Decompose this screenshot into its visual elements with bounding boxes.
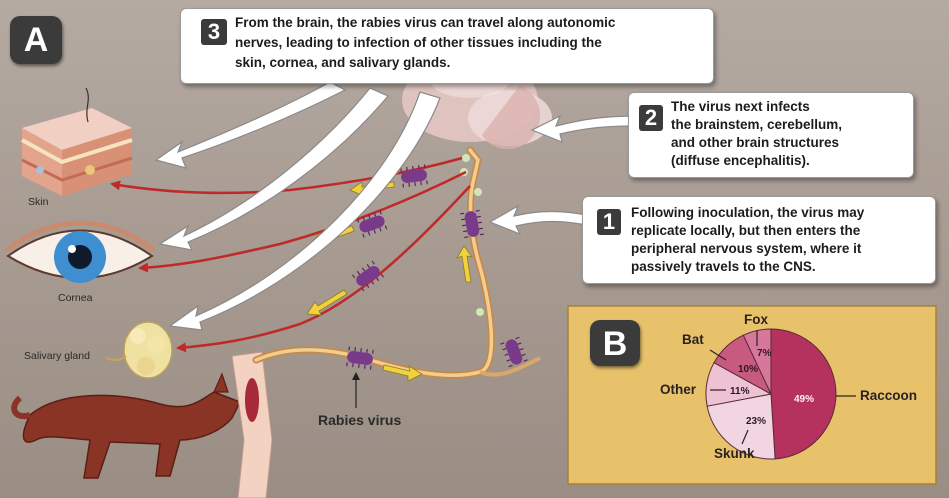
callout-1-number: 1 [597,209,621,235]
pie-value-raccoon: 49% [794,394,814,405]
callout-2-number: 2 [639,105,663,131]
salivary-gland-illustration [106,322,172,378]
eye-illustration [6,223,154,283]
callout-1-line-2: replicate locally, but then enters the [631,223,860,238]
pie-label-raccoon: Raccoon [860,388,917,403]
autonomic-nerves [112,158,470,348]
fox-illustration [14,374,240,478]
callout-2-line-4: (diffuse encephalitis). [671,153,810,168]
callout-1-line-3: peripheral nervous system, where it [631,241,861,256]
panel-a-label: A [10,16,62,64]
pie-label-skunk: Skunk [714,446,755,461]
callout-1-arrow [490,206,592,234]
callout-step-2: 2 The virus next infects the brainstem, … [628,92,914,178]
callout-2-line-3: and other brain structures [671,135,839,150]
callout-2-line-2: the brainstem, cerebellum, [671,117,842,132]
callout-step-1: 1 Following inoculation, the virus may r… [582,196,936,284]
rabies-virus-label: Rabies virus [318,412,401,428]
panel-b-label: B [590,320,640,366]
pie-value-skunk: 23% [746,416,766,427]
callout-2-line-1: The virus next infects [671,99,810,114]
callout-3-line-3: skin, cornea, and salivary glands. [235,55,450,70]
callout-3-arrows [156,82,440,330]
cornea-label: Cornea [58,292,92,304]
bitten-limb-illustration [232,352,272,498]
pie-label-fox: Fox [744,312,768,327]
skin-illustration [22,88,132,196]
callout-3-line-1: From the brain, the rabies virus can tra… [235,15,615,30]
pie-value-other: 11% [730,386,749,397]
pie-value-fox: 7% [757,348,771,359]
callout-1-line-4: passively travels to the CNS. [631,259,816,274]
callout-step-3: 3 From the brain, the rabies virus can t… [180,8,714,84]
callout-3-number: 3 [201,19,227,45]
salivary-gland-label: Salivary gland [24,350,90,362]
pie-label-bat: Bat [682,332,704,347]
callout-3-line-2: nerves, leading to infection of other ti… [235,35,602,50]
pie-value-bat: 10% [738,364,758,375]
skin-label: Skin [28,196,48,208]
pie-label-other: Other [660,382,696,397]
callout-1-line-1: Following inoculation, the virus may [631,205,864,220]
